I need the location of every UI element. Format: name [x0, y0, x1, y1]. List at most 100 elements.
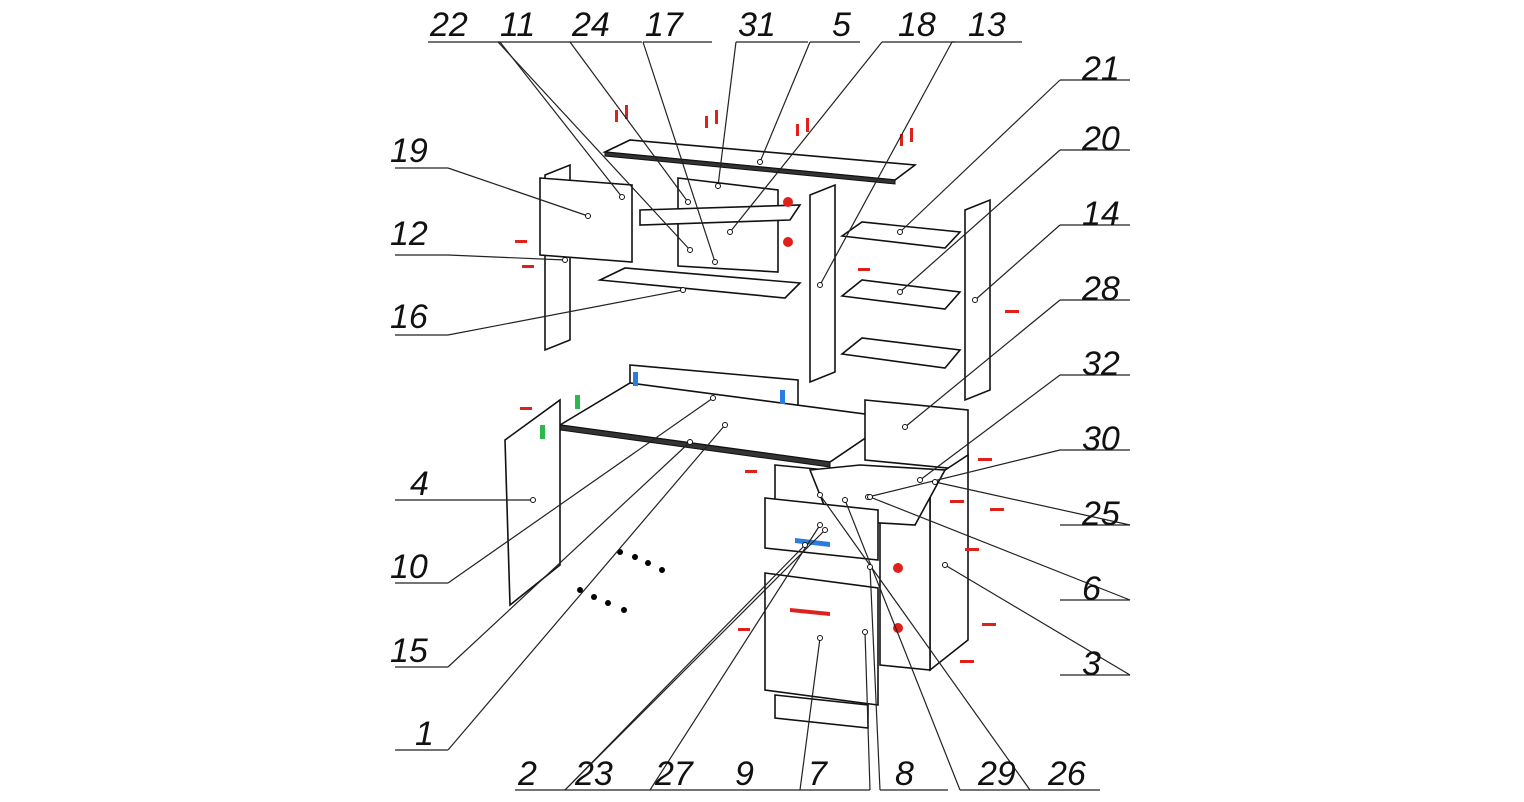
leader-point	[942, 562, 948, 568]
callout-22: 22	[428, 6, 625, 200]
right-shelf-1	[839, 221, 962, 249]
leader-line	[919, 374, 1061, 481]
leader-line	[564, 529, 826, 791]
part-number-label: 1	[415, 715, 434, 753]
leader-point	[867, 494, 873, 500]
part-number-label: 4	[410, 465, 429, 503]
leader-point	[585, 213, 591, 219]
callout-14: 14	[972, 195, 1130, 303]
leader-point	[722, 422, 728, 428]
leader-line	[447, 289, 684, 336]
callout-9: 9	[728, 635, 823, 793]
leader-line	[447, 441, 691, 668]
part-number-label: 24	[571, 6, 610, 44]
callout-4: 4	[395, 465, 536, 503]
leader-line	[974, 224, 1061, 301]
callout-25: 25	[932, 479, 1131, 533]
leader-line	[869, 566, 881, 791]
part-number-label: 32	[1082, 345, 1120, 383]
upper-left-back	[539, 177, 633, 263]
leader-line	[869, 496, 1131, 601]
part-number-label: 16	[390, 298, 428, 336]
leader-point	[687, 439, 693, 445]
part-number-label: 6	[1082, 570, 1101, 608]
part-number-label: 11	[500, 6, 535, 44]
part-number-label: 31	[738, 6, 776, 44]
callout-32: 32	[917, 345, 1130, 483]
leader-line	[649, 524, 821, 791]
top-shelf-edge	[604, 151, 896, 185]
furniture-parts	[504, 105, 1019, 729]
part-number-label: 8	[895, 755, 914, 793]
part-number-label: 13	[968, 6, 1006, 44]
leader-point	[897, 229, 903, 235]
leader-line	[729, 41, 883, 233]
leader-point	[842, 497, 848, 503]
part-number-label: 25	[1081, 495, 1120, 533]
leader-line	[899, 149, 1061, 293]
leader-line	[447, 424, 726, 751]
part-number-label: 19	[390, 132, 428, 170]
callout-11: 11	[497, 6, 693, 253]
leader-line	[819, 41, 953, 286]
callout-8: 8	[867, 564, 948, 793]
leader-line	[717, 41, 737, 187]
leader-point	[727, 229, 733, 235]
callout-15: 15	[390, 439, 693, 670]
leader-line	[819, 494, 1031, 791]
leader-line	[569, 41, 689, 203]
part-number-label: 9	[735, 755, 754, 793]
callout-19: 19	[390, 132, 591, 219]
leader-point	[862, 629, 868, 635]
callout-5: 5	[757, 6, 860, 165]
part-number-label: 15	[390, 632, 428, 670]
callout-18: 18	[727, 6, 955, 235]
part-number-label: 28	[1081, 270, 1120, 308]
leader-point	[687, 247, 693, 253]
callout-31: 31	[715, 6, 808, 189]
callout-3: 3	[942, 562, 1131, 683]
upper-bottom-shelf	[597, 267, 802, 299]
leader-point	[817, 492, 823, 498]
leader-line	[497, 41, 691, 251]
part-number-label: 26	[1047, 755, 1086, 793]
part-number-label: 10	[390, 548, 428, 586]
callout-6: 6	[867, 494, 1131, 608]
leader-point	[712, 259, 718, 265]
part-number-label: 5	[832, 6, 851, 44]
callout-1: 1	[395, 422, 728, 753]
callout-29: 29	[842, 497, 1030, 793]
leader-point	[802, 542, 808, 548]
leader-line	[499, 41, 623, 198]
leader-point	[817, 635, 823, 641]
part-number-label: 7	[808, 755, 828, 793]
part-number-label: 21	[1081, 50, 1120, 88]
leader-point	[902, 424, 908, 430]
callout-20: 20	[897, 120, 1130, 295]
part-number-label: 22	[429, 6, 468, 44]
leader-point	[932, 479, 938, 485]
leader-point	[619, 194, 625, 200]
part-number-label: 14	[1082, 195, 1120, 233]
part-number-label: 17	[645, 6, 684, 44]
callout-27: 27	[649, 522, 823, 793]
callout-10: 10	[390, 395, 716, 586]
part-number-label: 12	[390, 215, 428, 253]
part-number-label: 18	[898, 6, 936, 44]
leader-point	[867, 564, 873, 570]
leader-point	[822, 527, 828, 533]
callout-26: 26	[817, 492, 1100, 793]
part-number-label: 29	[977, 755, 1016, 793]
cabinet-top	[864, 399, 969, 471]
callout-2: 2	[515, 542, 808, 793]
callout-12: 12	[390, 215, 568, 263]
leader-line	[844, 499, 961, 791]
upper-door	[677, 177, 779, 273]
callout-13: 13	[817, 6, 1022, 288]
leader-line	[447, 397, 714, 584]
leader-point	[897, 289, 903, 295]
part-number-label: 27	[654, 755, 694, 793]
upper-shelf-small	[639, 204, 802, 226]
